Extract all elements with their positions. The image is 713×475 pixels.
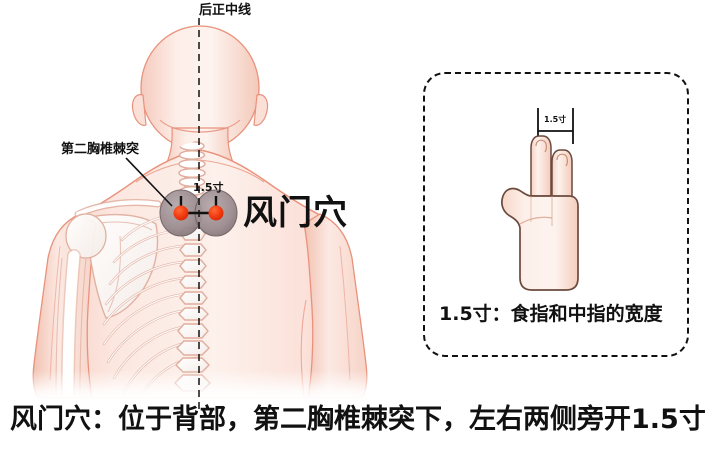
acupoint-left-dot[interactable] <box>173 205 189 221</box>
ear-right <box>253 94 269 126</box>
hand-palm <box>500 187 579 291</box>
vertebra-label: 第二胸椎棘突 <box>61 142 140 157</box>
midline-label: 后正中线 <box>199 3 252 18</box>
acupoint-right-dot[interactable] <box>208 205 224 221</box>
index-finger <box>530 135 552 197</box>
middle-finger <box>551 149 573 201</box>
hand-panel-caption: 1.5寸：食指和中指的宽度 <box>439 303 663 325</box>
vertebra-leader-line <box>125 157 173 207</box>
body-measure-label: 1.5寸 <box>193 181 224 194</box>
middle-nail <box>556 153 568 167</box>
hand-reference-panel <box>423 72 689 357</box>
ear-left <box>131 94 147 126</box>
index-nail <box>535 139 547 153</box>
hand-measure-label: 1.5寸 <box>544 115 567 124</box>
acupoint-name-label: 风门穴 <box>243 193 348 233</box>
bottom-fade <box>20 370 380 400</box>
figure-caption: 风门穴：位于背部，第二胸椎棘突下，左右两侧旁开1.5寸 <box>10 404 706 435</box>
